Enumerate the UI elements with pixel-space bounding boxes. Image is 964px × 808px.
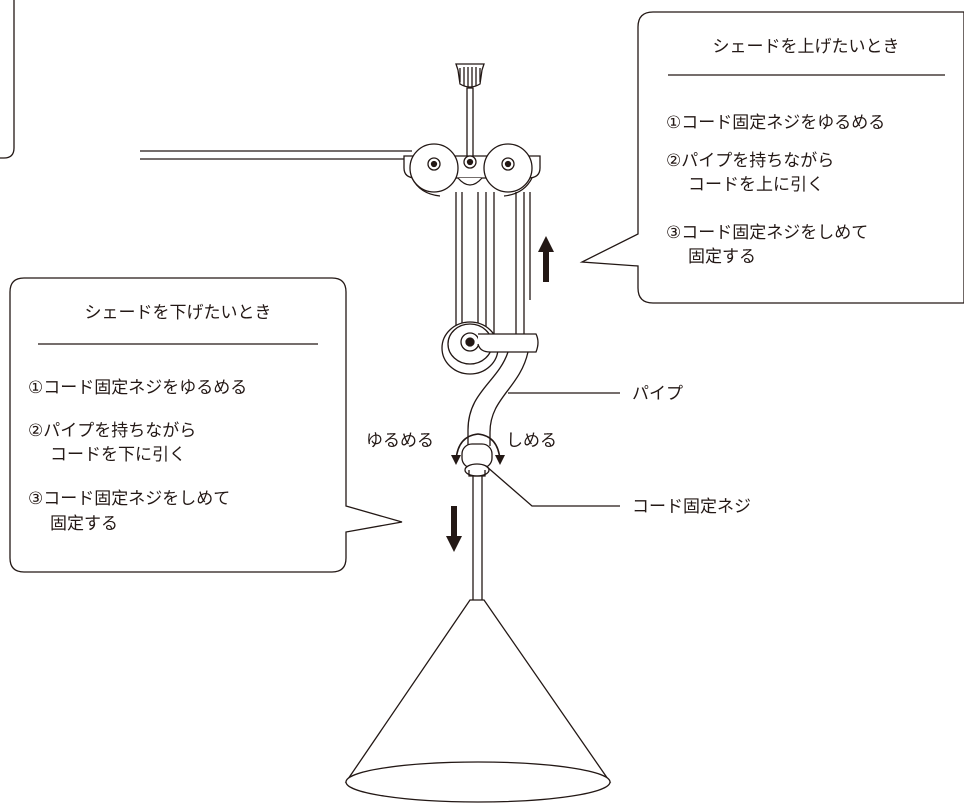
cord-screw — [461, 443, 493, 477]
partial-box-edge — [0, 0, 15, 159]
center-bolt — [457, 155, 483, 186]
callout-raise-step2-line1: ②パイプを持ちながら — [666, 151, 834, 171]
callout-lower-step3-line2: 固定する — [50, 514, 118, 534]
shade — [344, 599, 612, 803]
label-tighten: しめる — [506, 431, 557, 451]
rotation-arrows — [455, 433, 501, 461]
rotate-right-arrowhead — [495, 455, 505, 465]
callout-lower-step2-line2: コードを下に引く — [50, 445, 186, 465]
callout-lower-step1: ①コード固定ネジをゆるめる — [28, 378, 247, 398]
callout-raise-title: シェードを上げたいとき — [713, 37, 900, 57]
upper-pulley-right — [483, 143, 533, 193]
up-arrow-icon — [538, 236, 554, 282]
callout-raise-step3-line2: 固定する — [688, 247, 756, 267]
label-loosen: ゆるめる — [366, 431, 434, 451]
upper-pulley-left — [409, 143, 459, 193]
callout-raise-step2-line2: コードを上に引く — [688, 175, 824, 195]
down-arrow-icon — [446, 506, 462, 552]
callout-lower-step2-line1: ②パイプを持ちながら — [28, 421, 196, 441]
pipe — [467, 351, 529, 446]
rotate-left-arrowhead — [451, 455, 461, 465]
label-cord-screw: コード固定ネジ — [632, 497, 751, 517]
vertical-cords — [455, 192, 531, 334]
callout-raise-step1: ①コード固定ネジをゆるめる — [666, 113, 885, 133]
lower-pulley-arm — [477, 333, 539, 353]
callout-raise-step3-line1: ③コード固定ネジをしめて — [666, 223, 868, 243]
callout-raise-box — [579, 11, 964, 304]
callout-lower-box — [9, 277, 403, 573]
callout-lower-title: シェードを下げたいとき — [85, 303, 272, 323]
top-knob — [455, 63, 485, 159]
cord-screw-leader-line — [485, 465, 620, 507]
callout-lower-step3-line1: ③コード固定ネジをしめて — [28, 489, 230, 509]
label-pipe: パイプ — [632, 384, 683, 404]
